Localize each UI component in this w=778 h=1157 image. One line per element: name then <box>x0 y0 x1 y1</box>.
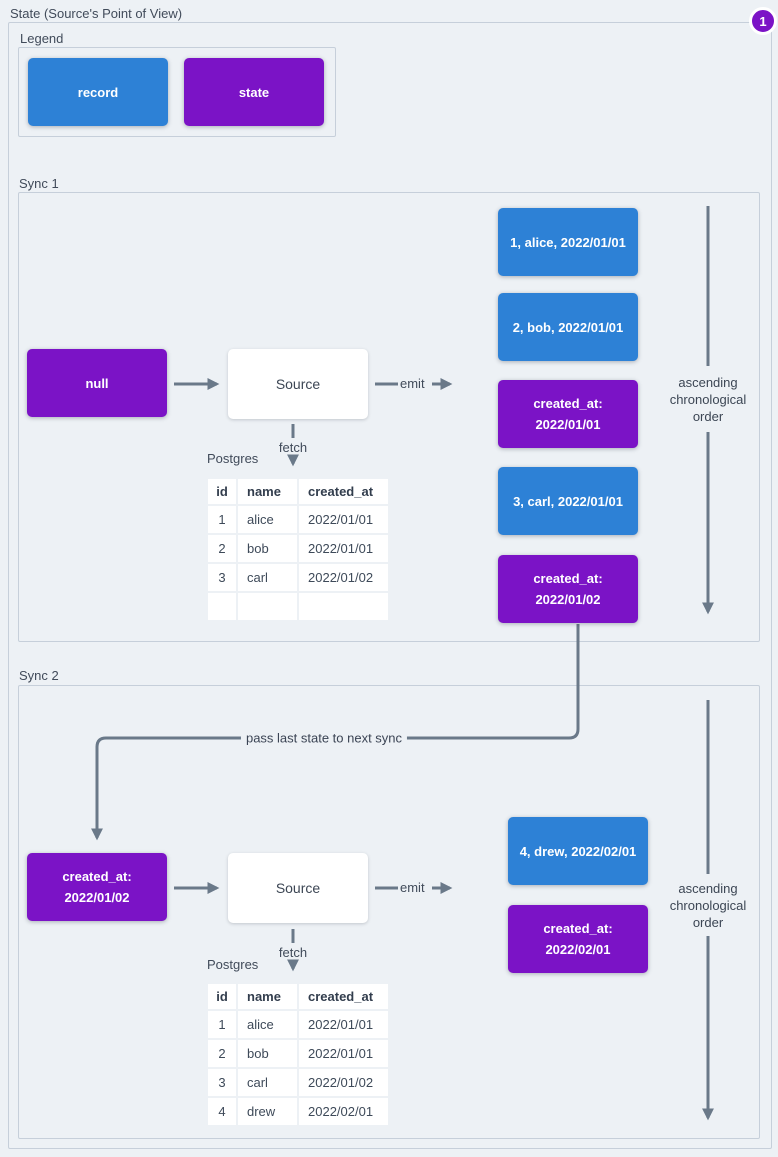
table-row: 2 bob 2022/01/01 <box>208 535 388 562</box>
col-header-id: id <box>208 984 236 1009</box>
record-text: 2, bob, 2022/01/01 <box>512 319 624 335</box>
record-text: 3, carl, 2022/01/01 <box>513 493 623 509</box>
state-text: 2022/01/01 <box>535 417 601 432</box>
cell: 2022/01/02 <box>299 1069 388 1096</box>
cell: 1 <box>208 1011 236 1038</box>
cell: carl <box>238 564 297 591</box>
cell: 2022/01/01 <box>299 506 388 533</box>
sync2-frame <box>18 685 760 1139</box>
state-text: created_at: <box>533 396 603 411</box>
table-row: 1 alice 2022/01/01 <box>208 506 388 533</box>
sync2-source-box: Source <box>228 853 368 923</box>
cell: 4 <box>208 1098 236 1125</box>
col-header-created-at: created_at <box>299 479 388 504</box>
pass-state-label: pass last state to next sync <box>240 730 408 746</box>
sync1-source-label: Source <box>275 375 321 392</box>
cell: 2 <box>208 1040 236 1067</box>
cell: 2022/01/01 <box>299 1040 388 1067</box>
table-row: 1 alice 2022/01/01 <box>208 1011 388 1038</box>
sync2-source-label: Source <box>275 879 321 896</box>
cell <box>208 593 236 620</box>
sync2-order-note: ascending chronological order <box>660 880 756 931</box>
state-pov-frame <box>8 22 772 1149</box>
sync2-title: Sync 2 <box>19 668 59 683</box>
table-header-row: id name created_at <box>208 984 388 1009</box>
cell: drew <box>238 1098 297 1125</box>
sync2-fetch-label: fetch <box>278 945 308 960</box>
sync1-db-label: Postgres <box>207 451 259 466</box>
table-row: 4 drew 2022/02/01 <box>208 1098 388 1125</box>
page-title: State (Source's Point of View) <box>10 6 183 21</box>
cell: 1 <box>208 506 236 533</box>
legend-state-box: state <box>184 58 324 126</box>
table-row-empty <box>208 593 388 620</box>
state-text: created_at: <box>533 571 603 586</box>
cell <box>238 593 297 620</box>
cell: 2022/01/01 <box>299 1011 388 1038</box>
cell: alice <box>238 1011 297 1038</box>
cell: 3 <box>208 1069 236 1096</box>
sync1-order-note: ascending chronological order <box>660 374 756 425</box>
emitted-record-box: 4, drew, 2022/02/01 <box>508 817 648 885</box>
col-header-name: name <box>238 984 297 1009</box>
state-text: 2022/01/02 <box>535 592 601 607</box>
record-text: 4, drew, 2022/02/01 <box>519 843 637 859</box>
sync1-emit-label: emit <box>400 376 425 391</box>
sync1-title: Sync 1 <box>19 176 59 191</box>
legend-state-label: state <box>238 84 270 100</box>
record-text: 1, alice, 2022/01/01 <box>510 234 626 250</box>
state-text: 2022/01/02 <box>64 890 130 905</box>
emitted-record-box: 3, carl, 2022/01/01 <box>498 467 638 535</box>
legend-frame <box>18 47 336 137</box>
sync1-source-box: Source <box>228 349 368 419</box>
sync1-input-state-label: null <box>85 375 109 391</box>
sync2-input-state-box: created_at: 2022/01/02 <box>27 853 167 921</box>
state-text: created_at: <box>543 921 613 936</box>
table-row: 3 carl 2022/01/02 <box>208 1069 388 1096</box>
cell: bob <box>238 535 297 562</box>
step-badge: 1 <box>749 7 777 35</box>
cell: 2 <box>208 535 236 562</box>
sync1-postgres-table: id name created_at 1 alice 2022/01/01 2 … <box>206 477 390 622</box>
col-header-id: id <box>208 479 236 504</box>
table-row: 3 carl 2022/01/02 <box>208 564 388 591</box>
sync2-postgres-table: id name created_at 1 alice 2022/01/01 2 … <box>206 982 390 1127</box>
emitted-state-box: created_at: 2022/02/01 <box>508 905 648 973</box>
emitted-state-box: created_at: 2022/01/01 <box>498 380 638 448</box>
emitted-state-box: created_at: 2022/01/02 <box>498 555 638 623</box>
col-header-name: name <box>238 479 297 504</box>
sync2-db-label: Postgres <box>207 957 259 972</box>
cell: alice <box>238 506 297 533</box>
state-text: 2022/02/01 <box>545 942 611 957</box>
state-text: created_at: <box>62 869 132 884</box>
cell: 3 <box>208 564 236 591</box>
sync1-frame <box>18 192 760 642</box>
cell <box>299 593 388 620</box>
sync1-input-state-box: null <box>27 349 167 417</box>
sync1-fetch-label: fetch <box>278 440 308 455</box>
cell: 2022/01/02 <box>299 564 388 591</box>
cell: carl <box>238 1069 297 1096</box>
sync2-emit-label: emit <box>400 880 425 895</box>
legend-record-box: record <box>28 58 168 126</box>
table-header-row: id name created_at <box>208 479 388 504</box>
legend-title: Legend <box>20 31 64 46</box>
emitted-record-box: 1, alice, 2022/01/01 <box>498 208 638 276</box>
col-header-created-at: created_at <box>299 984 388 1009</box>
table-row: 2 bob 2022/01/01 <box>208 1040 388 1067</box>
cell: 2022/01/01 <box>299 535 388 562</box>
cell: 2022/02/01 <box>299 1098 388 1125</box>
cell: bob <box>238 1040 297 1067</box>
emitted-record-box: 2, bob, 2022/01/01 <box>498 293 638 361</box>
legend-record-label: record <box>77 84 119 100</box>
